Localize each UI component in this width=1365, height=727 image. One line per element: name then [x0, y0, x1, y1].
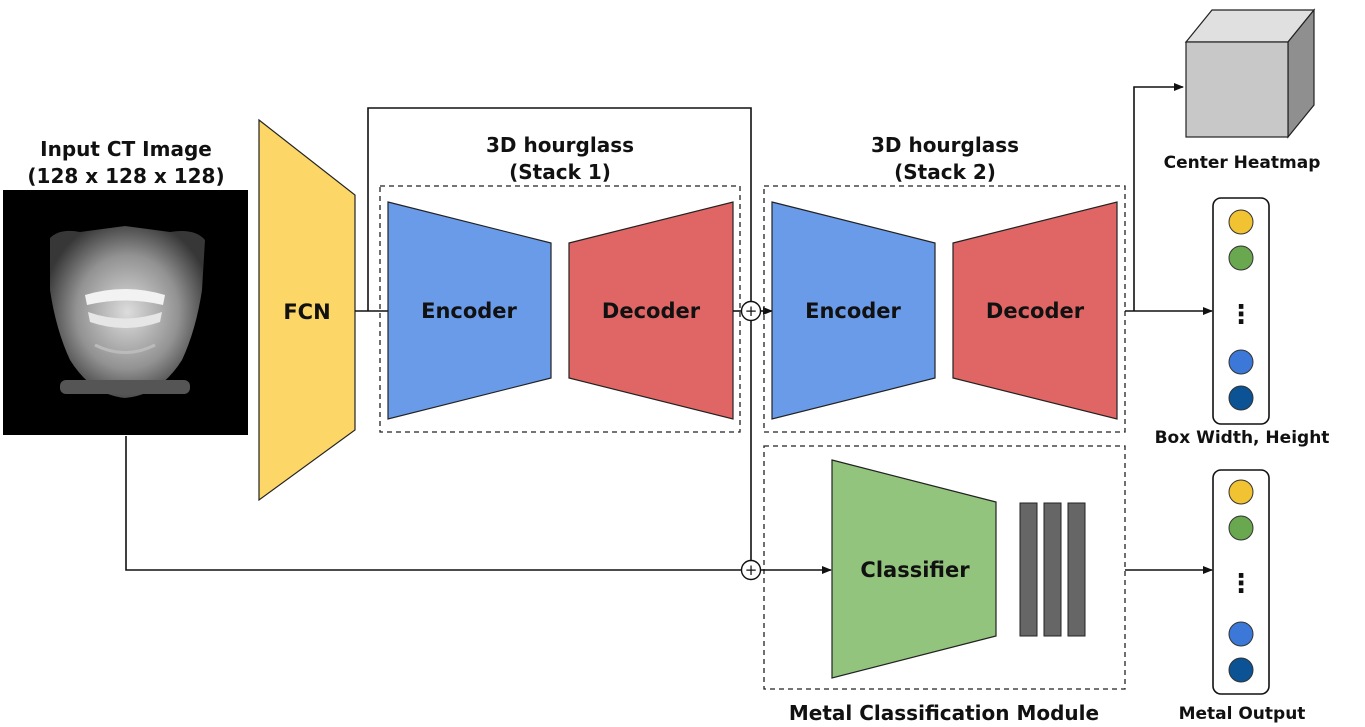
stack2-title: 3D hourglass [871, 133, 1019, 157]
stack2-encoder-label: Encoder [805, 299, 901, 323]
box-dot-yellow [1228, 209, 1254, 235]
plus-symbol-2: + [745, 561, 758, 579]
fc-bar-3 [1067, 502, 1086, 637]
plus-symbol-1: + [745, 302, 758, 320]
box-dot-navy [1228, 385, 1254, 411]
fcn-label: FCN [283, 300, 330, 324]
classifier-block [831, 459, 997, 679]
metal-dot-blue [1228, 621, 1254, 647]
stack2-decoder [952, 201, 1118, 420]
fcn-block [258, 118, 356, 502]
stack2-encoder [771, 201, 936, 420]
stack2-to-heatmap-arrow [1133, 83, 1184, 311]
input-title: Input CT Image [40, 137, 212, 161]
stack1-subtitle: (Stack 1) [509, 160, 611, 184]
fc-bar-1 [1019, 502, 1038, 637]
box-output-vector [1212, 197, 1270, 425]
skip-connection-input [125, 436, 743, 571]
stack2-subtitle: (Stack 2) [894, 160, 996, 184]
metal-output-vector [1212, 469, 1270, 695]
classification-module-box [763, 445, 1126, 690]
plus-node-1 [740, 300, 762, 322]
box-dot-green [1228, 245, 1254, 271]
classifier-label: Classifier [860, 558, 970, 582]
plus-node-2 [740, 559, 762, 581]
stack1-encoder-label: Encoder [421, 299, 517, 323]
stack1-encoder [387, 201, 552, 420]
input-size: (128 x 128 x 128) [27, 164, 224, 188]
metal-label: Metal Output [1179, 704, 1306, 724]
stack1-decoder-label: Decoder [602, 299, 701, 323]
metal-dot-yellow [1228, 479, 1254, 505]
stack2-decoder-label: Decoder [986, 299, 1085, 323]
heatmap-label: Center Heatmap [1164, 153, 1321, 173]
metal-dot-navy [1228, 657, 1254, 683]
box-ellipsis: ⋮ [1228, 300, 1254, 330]
box-dot-blue [1228, 349, 1254, 375]
stack1-title: 3D hourglass [486, 133, 634, 157]
ct-image [3, 190, 248, 435]
stack2-box [763, 185, 1126, 433]
box-label: Box Width, Height [1155, 428, 1330, 448]
metal-ellipsis: ⋮ [1228, 569, 1254, 599]
classification-module-title: Metal Classification Module [789, 701, 1099, 725]
fc-bar-2 [1043, 502, 1062, 637]
stack1-decoder [568, 201, 734, 420]
stack1-box [379, 185, 741, 433]
skip-connection-fcn [367, 107, 752, 311]
metal-dot-green [1228, 515, 1254, 541]
heatmap-cube [1184, 8, 1316, 139]
